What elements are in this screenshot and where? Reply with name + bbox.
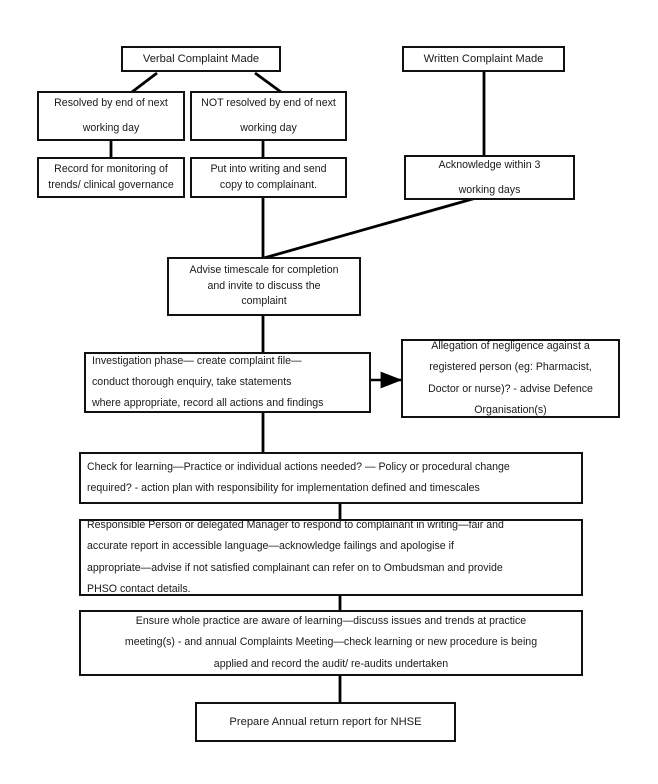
node-resolved-next-day[interactable]: Resolved by end of next working day xyxy=(37,91,185,141)
edge-verbal-to-not-resolved xyxy=(254,71,282,94)
node-annual-return-label: Prepare Annual return report for NHSE xyxy=(229,715,422,728)
node-put-into-writing-label: Put into writing and send copy to compla… xyxy=(210,162,327,191)
node-not-resolved-next-day[interactable]: NOT resolved by end of next working day xyxy=(190,91,347,141)
node-advise-timescale-label: Advise timescale for completion and invi… xyxy=(189,263,339,308)
node-responsible-person-response[interactable]: Responsible Person or delegated Manager … xyxy=(79,519,583,596)
node-not-resolved-next-day-label: NOT resolved by end of next working day xyxy=(201,97,336,134)
node-ensure-whole-practice[interactable]: Ensure whole practice are aware of learn… xyxy=(79,610,583,676)
node-ensure-whole-practice-label: Ensure whole practice are aware of learn… xyxy=(124,615,538,670)
node-acknowledge-3-days[interactable]: Acknowledge within 3 working days xyxy=(404,155,575,200)
node-acknowledge-3-days-label: Acknowledge within 3 working days xyxy=(438,158,541,196)
node-written-complaint[interactable]: Written Complaint Made xyxy=(402,46,565,72)
node-put-into-writing[interactable]: Put into writing and send copy to compla… xyxy=(190,157,347,198)
node-resolved-next-day-label: Resolved by end of next working day xyxy=(54,97,168,134)
node-investigation-phase[interactable]: Investigation phase— create complaint fi… xyxy=(84,352,371,413)
node-allegation-negligence-label: Allegation of negligence against a regis… xyxy=(428,340,593,416)
node-responsible-person-response-label: Responsible Person or delegated Manager … xyxy=(87,519,504,595)
node-record-monitoring[interactable]: Record for monitoring of trends/ clinica… xyxy=(37,157,185,198)
node-annual-return[interactable]: Prepare Annual return report for NHSE xyxy=(195,702,456,742)
node-advise-timescale[interactable]: Advise timescale for completion and invi… xyxy=(167,257,361,316)
node-investigation-phase-label: Investigation phase— create complaint fi… xyxy=(92,354,324,410)
node-record-monitoring-label: Record for monitoring of trends/ clinica… xyxy=(48,162,174,191)
edge-verbal-to-resolved xyxy=(131,71,158,94)
node-allegation-negligence[interactable]: Allegation of negligence against a regis… xyxy=(401,339,620,418)
node-verbal-complaint[interactable]: Verbal Complaint Made xyxy=(121,46,281,72)
node-check-for-learning[interactable]: Check for learning—Practice or individua… xyxy=(79,452,583,504)
node-check-for-learning-label: Check for learning—Practice or individua… xyxy=(87,460,510,494)
node-written-complaint-label: Written Complaint Made xyxy=(423,52,544,65)
node-verbal-complaint-label: Verbal Complaint Made xyxy=(142,52,260,65)
edge-acknowledge-to-advise xyxy=(263,196,477,260)
